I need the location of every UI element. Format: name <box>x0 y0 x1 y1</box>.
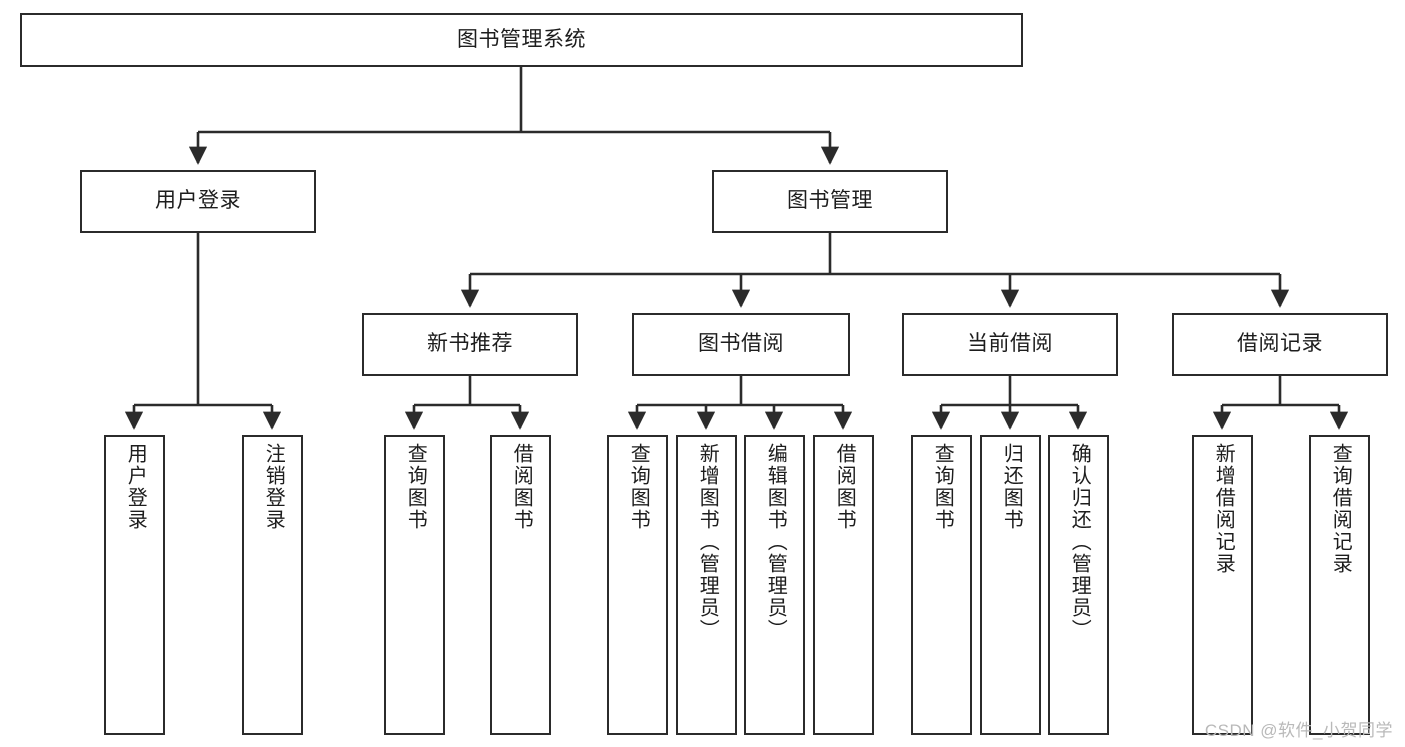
node-borrow-record[interactable]: 借阅记录 <box>1172 313 1388 376</box>
node-book-borrow[interactable]: 图书借阅 <box>632 313 850 376</box>
leaf-query-record-label: 查询借阅记录 <box>1329 443 1352 575</box>
leaf-query-record[interactable]: 查询借阅记录 <box>1309 435 1370 735</box>
node-current-borrow[interactable]: 当前借阅 <box>902 313 1118 376</box>
leaf-edit-book[interactable]: 编辑图书（管理员） <box>744 435 805 735</box>
leaf-add-record-label: 新增借阅记录 <box>1212 443 1235 575</box>
node-book-borrow-label: 图书借阅 <box>698 332 784 356</box>
leaf-borrow-book-2[interactable]: 借阅图书 <box>813 435 874 735</box>
node-root-label: 图书管理系统 <box>457 27 586 51</box>
node-new-book-recommend[interactable]: 新书推荐 <box>362 313 578 376</box>
node-root[interactable]: 图书管理系统 <box>20 13 1023 67</box>
leaf-user-login[interactable]: 用户登录 <box>104 435 165 735</box>
node-current-borrow-label: 当前借阅 <box>967 332 1053 356</box>
leaf-edit-book-label: 编辑图书（管理员） <box>764 443 787 641</box>
leaf-return-book-label: 归还图书 <box>1000 443 1023 531</box>
leaf-logout-login[interactable]: 注销登录 <box>242 435 303 735</box>
node-book-management-label: 图书管理 <box>787 189 873 213</box>
leaf-add-record[interactable]: 新增借阅记录 <box>1192 435 1253 735</box>
csdn-watermark: CSDN @软件_小贺同学 <box>1204 721 1393 740</box>
node-borrow-record-label: 借阅记录 <box>1237 332 1323 356</box>
node-book-management[interactable]: 图书管理 <box>712 170 948 233</box>
leaf-query-book-1-label: 查询图书 <box>404 443 427 531</box>
leaf-query-book-2[interactable]: 查询图书 <box>607 435 668 735</box>
leaf-user-login-label: 用户登录 <box>124 443 147 531</box>
leaf-query-book-2-label: 查询图书 <box>627 443 650 531</box>
leaf-query-book-3[interactable]: 查询图书 <box>911 435 972 735</box>
node-user-login-label: 用户登录 <box>155 189 241 213</box>
leaf-add-book-label: 新增图书（管理员） <box>696 443 719 641</box>
node-user-login[interactable]: 用户登录 <box>80 170 316 233</box>
leaf-borrow-book-1-label: 借阅图书 <box>510 443 533 531</box>
leaf-query-book-3-label: 查询图书 <box>931 443 954 531</box>
leaf-query-book-1[interactable]: 查询图书 <box>384 435 445 735</box>
leaf-borrow-book-2-label: 借阅图书 <box>833 443 856 531</box>
leaf-logout-login-label: 注销登录 <box>262 443 285 531</box>
leaf-add-book[interactable]: 新增图书（管理员） <box>676 435 737 735</box>
leaf-return-book[interactable]: 归还图书 <box>980 435 1041 735</box>
leaf-confirm-return[interactable]: 确认归还（管理员） <box>1048 435 1109 735</box>
leaf-confirm-return-label: 确认归还（管理员） <box>1068 443 1091 641</box>
node-new-book-recommend-label: 新书推荐 <box>427 332 513 356</box>
leaf-borrow-book-1[interactable]: 借阅图书 <box>490 435 551 735</box>
